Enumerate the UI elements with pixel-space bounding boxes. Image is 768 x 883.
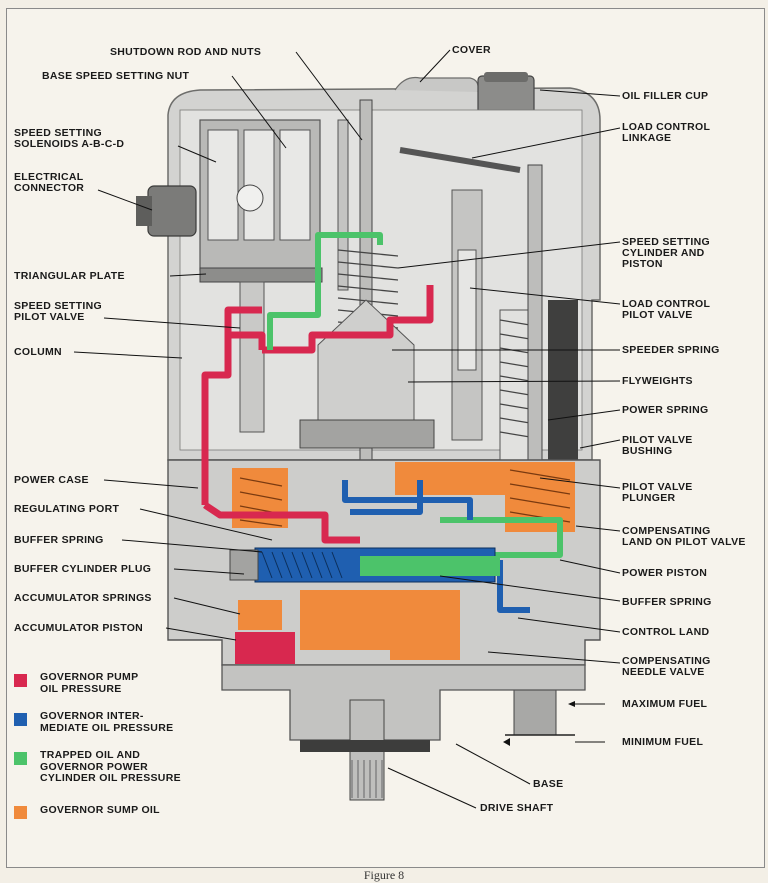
label-oil-filler-cup: OIL FILLER CUP (622, 90, 709, 102)
cover-boss (394, 76, 479, 93)
label-load-control-linkage: LOAD CONTROL LINKAGE (622, 121, 711, 144)
label-cover: COVER (452, 44, 491, 56)
sump-oil-center (300, 590, 390, 650)
label-buffer-spring-left: BUFFER SPRING (14, 534, 104, 546)
electrical-connector-body (147, 185, 197, 237)
buffer-cylinder-plug (229, 549, 259, 581)
legend-trapped-oil: TRAPPED OIL AND GOVERNOR POWER CYLINDER … (40, 749, 181, 784)
load-control-linkage (399, 147, 521, 173)
label-maximum-fuel: MAXIMUM FUEL (622, 698, 708, 710)
label-speed-setting-cylinder: SPEED SETTING CYLINDER AND PISTON (622, 236, 710, 270)
label-power-case: POWER CASE (14, 474, 89, 486)
label-base-speed-nut: BASE SPEED SETTING NUT (42, 70, 190, 82)
label-load-control-pilot-valve: LOAD CONTROL PILOT VALVE (622, 298, 711, 321)
label-flyweights: FLYWEIGHTS (622, 375, 693, 387)
label-pilot-valve-plunger: PILOT VALVE PLUNGER (622, 481, 693, 504)
base (221, 664, 586, 741)
label-speed-setting-solenoids: SPEED SETTING SOLENOIDS A-B-C-D (14, 127, 125, 150)
legend-swatch-pump-oil (14, 674, 27, 687)
pump-oil-line (201, 285, 434, 544)
sump-oil-top (395, 462, 520, 495)
label-accumulator-piston: ACCUMULATOR PISTON (14, 622, 144, 634)
label-speeder-spring: SPEEDER SPRING (622, 344, 720, 356)
intermediate-oil-line (342, 480, 530, 613)
leader-lines (73, 49, 621, 809)
legend-swatch-intermediate-oil (14, 713, 27, 726)
label-compensating-needle-valve: COMPENSATING NEEDLE VALVE (622, 655, 711, 678)
label-compensating-land: COMPENSATING LAND ON PILOT VALVE (622, 525, 746, 548)
label-accumulator-springs: ACCUMULATOR SPRINGS (14, 592, 152, 604)
load-control-pilot-valve (451, 189, 483, 441)
triangular-plate (199, 267, 323, 283)
legend-swatch-trapped-oil (14, 752, 27, 765)
label-power-piston: POWER PISTON (622, 567, 708, 579)
legend-pump-oil: GOVERNOR PUMP OIL PRESSURE (40, 671, 139, 695)
figure-caption: Figure 8 (363, 868, 405, 882)
label-column: COLUMN (14, 346, 62, 358)
pilot-valve-bushing (548, 300, 578, 470)
label-buffer-spring-right: BUFFER SPRING (622, 596, 712, 608)
label-triangular-plate: TRIANGULAR PLATE (14, 270, 125, 282)
label-electrical-connector: ELECTRICAL CONNECTOR (14, 171, 85, 194)
label-speed-setting-pilot-valve: SPEED SETTING PILOT VALVE (14, 300, 102, 323)
legend-intermediate-oil: GOVERNOR INTER- MEDIATE OIL PRESSURE (40, 710, 174, 734)
legend-sump-oil: GOVERNOR SUMP OIL (40, 804, 160, 816)
legend-swatch-sump-oil (14, 806, 27, 819)
label-buffer-cylinder-plug: BUFFER CYLINDER PLUG (14, 563, 152, 575)
label-pilot-valve-bushing: PILOT VALVE BUSHING (622, 434, 693, 457)
label-drive-shaft: DRIVE SHAFT (480, 802, 554, 814)
label-shutdown-rod: SHUTDOWN ROD AND NUTS (110, 46, 262, 58)
accumulator-piston (235, 632, 295, 664)
speeder-spring-coils (337, 249, 399, 329)
label-power-spring: POWER SPRING (622, 404, 709, 416)
sump-oil-left (232, 468, 288, 528)
label-base: BASE (533, 778, 564, 790)
label-control-land: CONTROL LAND (622, 626, 710, 638)
accumulator-springs (238, 600, 282, 630)
label-minimum-fuel: MINIMUM FUEL (622, 736, 704, 748)
label-regulating-port: REGULATING PORT (14, 503, 120, 515)
